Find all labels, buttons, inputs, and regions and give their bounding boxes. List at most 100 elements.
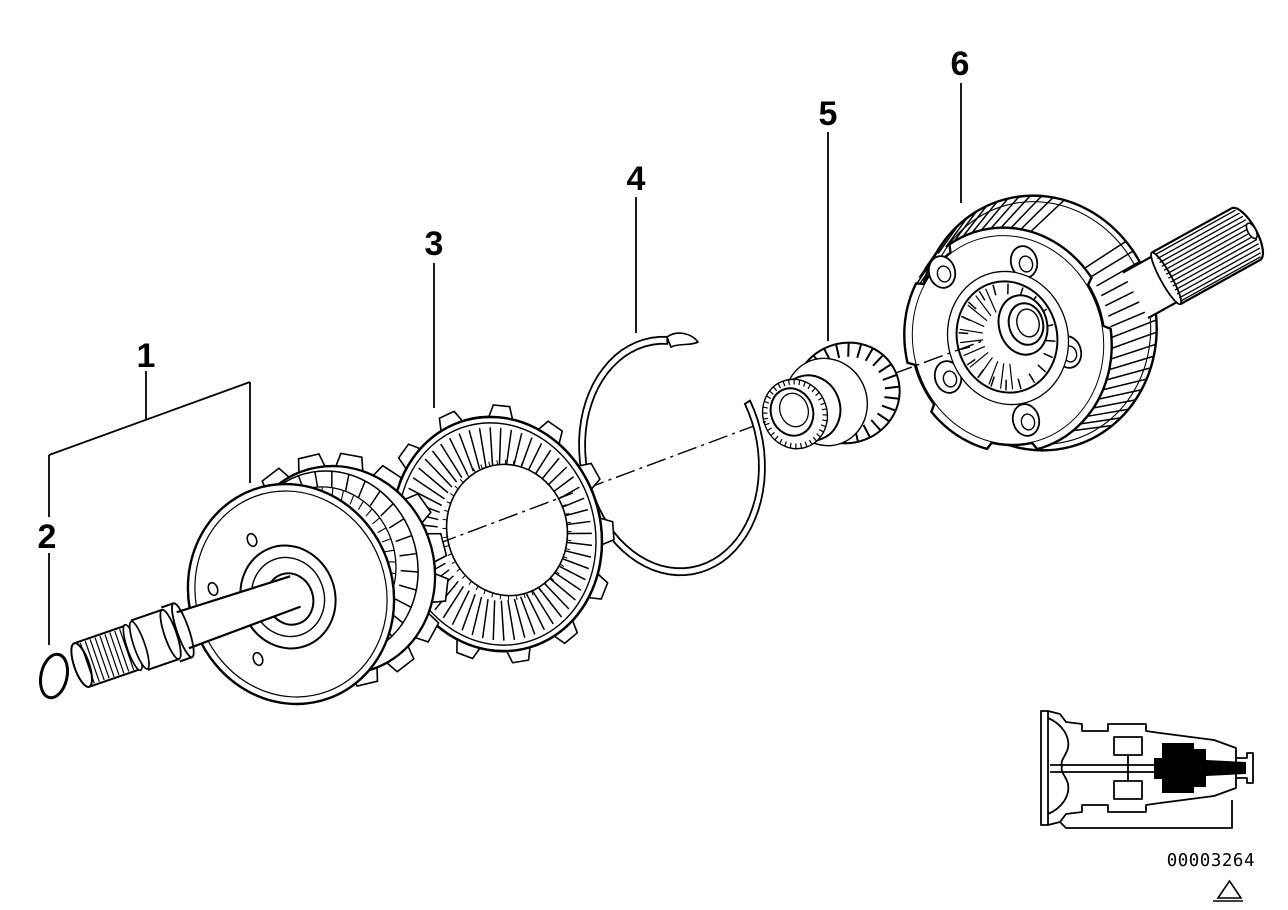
- collar-edge: [159, 608, 182, 661]
- callout-label-2[interactable]: 2: [38, 518, 57, 556]
- tooth-line: [870, 419, 882, 432]
- gear-hatch: [1080, 417, 1121, 425]
- tooth-line: [808, 439, 813, 445]
- callout-label-1[interactable]: 1: [137, 337, 156, 375]
- spline-line: [119, 629, 135, 671]
- spline-line: [99, 635, 115, 677]
- tooth-line: [399, 552, 417, 557]
- bolt-hole: [1020, 413, 1036, 431]
- tooth-line: [782, 380, 786, 387]
- lug: [397, 443, 421, 470]
- gear-hatch: [945, 217, 968, 248]
- tooth-line: [978, 357, 993, 378]
- tooth-line: [563, 556, 568, 559]
- lug: [438, 410, 464, 432]
- tooth-line: [1037, 364, 1047, 373]
- tooth-line: [520, 462, 523, 468]
- lug: [426, 532, 448, 563]
- sun-gear-bore-inner: [778, 392, 810, 428]
- shaft-body: [176, 575, 301, 650]
- tooth-line: [531, 590, 534, 596]
- o-ring-shape: [38, 652, 70, 700]
- lug: [404, 492, 432, 524]
- tooth-line: [807, 384, 811, 390]
- tooth-line: [963, 345, 986, 357]
- tooth-line: [465, 473, 470, 478]
- callout-label-4[interactable]: 4: [627, 160, 646, 198]
- tooth-line: [967, 304, 988, 322]
- flange-hole: [252, 651, 264, 667]
- tooth-line: [545, 574, 576, 601]
- spline-line: [1176, 247, 1261, 295]
- tooth-line: [398, 584, 417, 591]
- output-shaft: [1122, 206, 1265, 320]
- tooth-line: [500, 600, 505, 641]
- gear-hatch: [930, 233, 951, 262]
- transmission-location-inset: [1040, 710, 1254, 829]
- tooth-line: [881, 404, 896, 412]
- gearset-shaft: [70, 575, 301, 688]
- spline-line: [89, 639, 105, 681]
- tooth-line: [496, 460, 499, 465]
- tooth-line: [468, 429, 481, 470]
- spline-line: [1180, 256, 1261, 302]
- inset-torque-converter: [1047, 717, 1070, 815]
- tooth-line: [804, 441, 808, 448]
- tooth-line: [442, 518, 448, 521]
- callout-leaders: [48, 83, 962, 645]
- gear-hatch: [962, 205, 988, 238]
- tooth-line: [856, 343, 863, 359]
- tooth-line: [777, 383, 782, 389]
- shaft-neck: [1122, 254, 1180, 320]
- flange-hole: [246, 532, 258, 548]
- tooth-line: [365, 508, 373, 517]
- tooth-line: [821, 408, 827, 411]
- tooth-line: [454, 485, 459, 490]
- bolt-hole: [942, 370, 958, 388]
- gear-hatch: [1093, 399, 1136, 409]
- tooth-line: [966, 358, 976, 366]
- tooth-line: [448, 437, 469, 475]
- tooth-line: [764, 422, 770, 426]
- centerline-segment-middle: [584, 419, 771, 490]
- tooth-line: [762, 406, 768, 409]
- gear-hatch: [990, 196, 1020, 229]
- spline-line: [1159, 215, 1244, 264]
- callout-label-5[interactable]: 5: [819, 95, 838, 133]
- centerline: [584, 419, 771, 490]
- callout-1-bracket: [48, 371, 251, 517]
- tooth-line: [1009, 363, 1014, 390]
- tooth-line: [766, 395, 772, 400]
- bolt-hole: [1018, 255, 1034, 273]
- tooth-line: [969, 351, 989, 368]
- tooth-line: [1017, 378, 1022, 390]
- tooth-line: [488, 461, 491, 467]
- tooth-line: [525, 593, 546, 631]
- tooth-line: [864, 347, 874, 362]
- tooth-line: [478, 427, 487, 468]
- spline-line: [1163, 222, 1249, 271]
- tooth-line: [491, 592, 494, 598]
- lug: [588, 573, 609, 600]
- tooth-line: [990, 376, 995, 387]
- callout-label-3[interactable]: 3: [425, 225, 444, 263]
- inset-tail-flange: [1236, 752, 1254, 784]
- tooth-line: [566, 539, 572, 542]
- tooth-line: [835, 343, 841, 359]
- callout-label-6[interactable]: 6: [951, 45, 970, 83]
- tooth-line: [519, 596, 536, 635]
- tooth-line: [447, 553, 452, 556]
- spline-line: [1174, 243, 1259, 291]
- position-triangle-icon: [1213, 879, 1243, 902]
- tooth-line: [431, 450, 458, 483]
- gear-hatch: [980, 198, 1009, 231]
- tooth-line: [471, 596, 483, 636]
- tooth-line: [763, 417, 769, 420]
- spline-line: [114, 630, 130, 672]
- gear-hatch: [1090, 250, 1134, 278]
- tooth-line: [999, 363, 1005, 389]
- tooth-line: [523, 593, 526, 599]
- gear-hatch: [1096, 260, 1140, 287]
- centerline-segment-right: [892, 339, 986, 375]
